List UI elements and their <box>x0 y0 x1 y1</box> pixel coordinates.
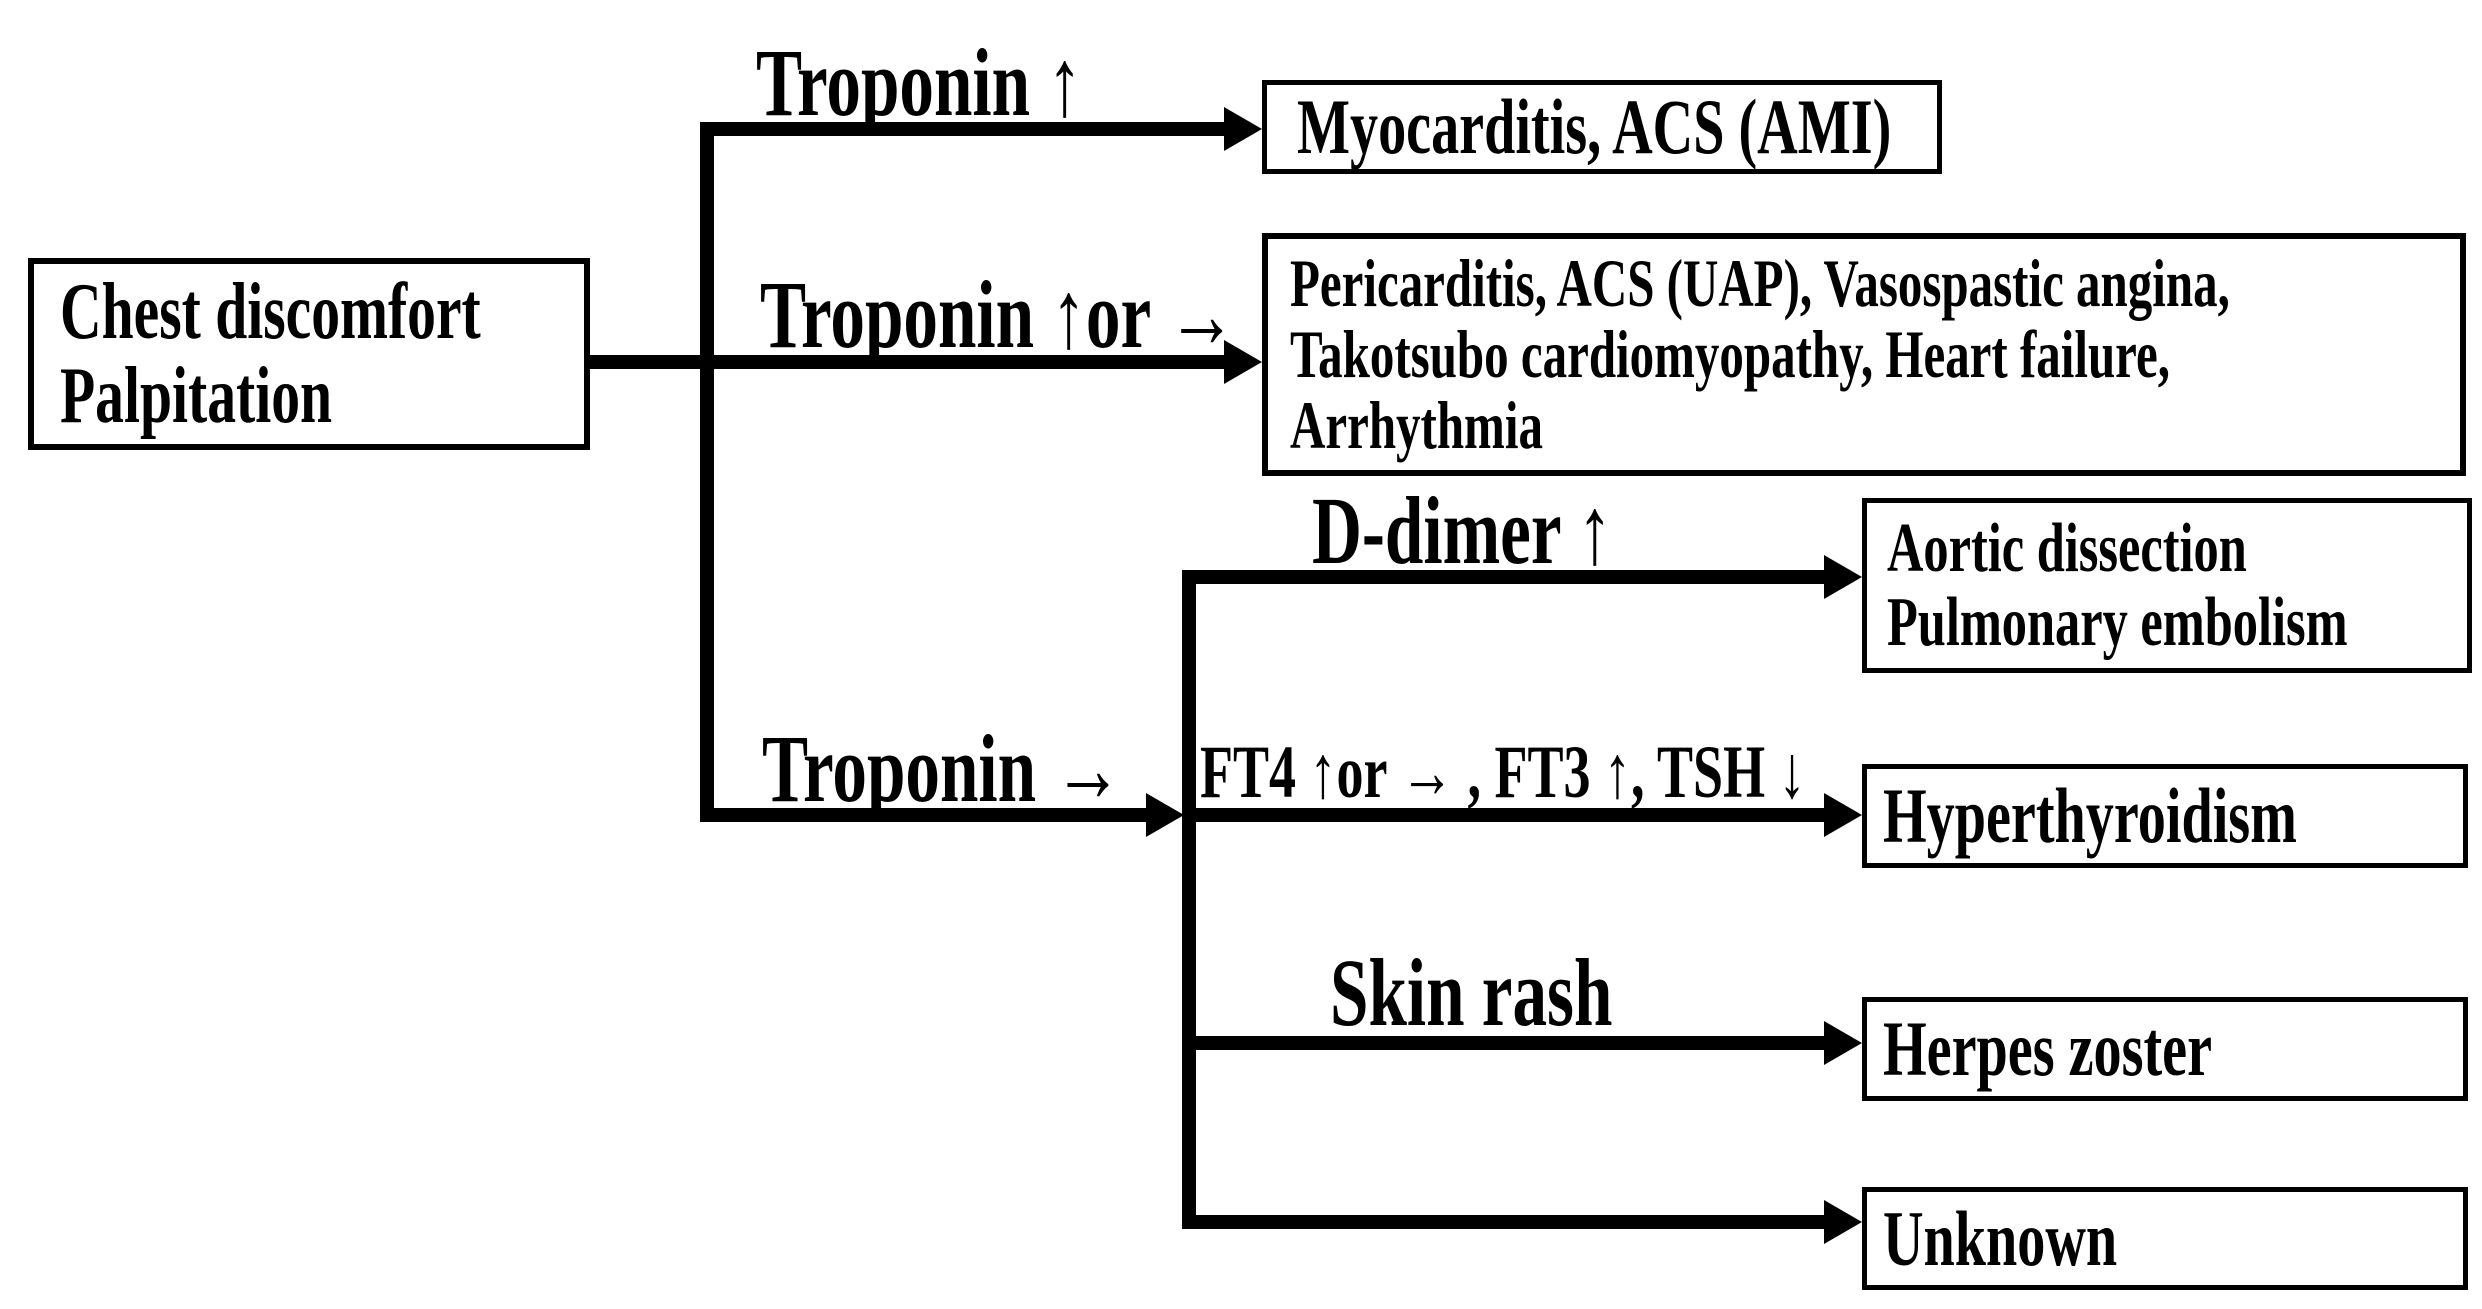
node-text-line: Myocarditis, ACS (AMI) <box>1297 83 1892 170</box>
node-text-line: Hyperthyroidism <box>1883 772 2297 859</box>
node-aortic-dissection-pulmonary-embolism: Aortic dissection Pulmonary embolism <box>1862 498 2472 673</box>
node-myocarditis-acs-ami: Myocarditis, ACS (AMI) <box>1262 80 1942 174</box>
arrowhead-icon <box>1146 793 1184 837</box>
node-text-line: Herpes zoster <box>1883 1005 2213 1092</box>
arrowhead-icon <box>1824 1200 1862 1244</box>
node-herpes-zoster: Herpes zoster <box>1862 997 2468 1101</box>
node-text-line: Chest discomfort <box>60 268 481 356</box>
node-unknown: Unknown <box>1862 1187 2468 1290</box>
arrow-unknown <box>1188 1215 1828 1229</box>
node-pericarditis-group: Pericarditis, ACS (UAP), Vasospastic ang… <box>1262 233 2466 476</box>
node-hyperthyroidism: Hyperthyroidism <box>1862 764 2468 868</box>
arrowhead-icon <box>1224 107 1262 151</box>
arrowhead-icon <box>1824 793 1862 837</box>
arrow-troponin-elevated <box>700 122 1228 136</box>
connector-main-vertical <box>700 122 714 822</box>
arrowhead-icon <box>1224 340 1262 384</box>
node-text-line: Unknown <box>1883 1194 2118 1282</box>
arrowhead-icon <box>1824 1021 1862 1065</box>
node-text-line: Pericarditis, ACS (UAP), Vasospastic ang… <box>1290 245 2230 321</box>
arrowhead-icon <box>1824 555 1862 599</box>
node-text-line: Pulmonary embolism <box>1887 583 2348 661</box>
label-d-dimer-elevated: D-dimer ↑ <box>1312 477 1613 584</box>
node-text-line: Palpitation <box>60 352 333 440</box>
node-text-line: Aortic dissection <box>1887 509 2247 587</box>
label-thyroid-function: FT4 ↑or → , FT3 ↑, TSH ↓ <box>1200 731 1806 814</box>
label-troponin-elevated-or-normal: Troponin ↑or → <box>760 261 1237 368</box>
node-text-line: Takotsubo cardiomyopathy, Heart failure, <box>1290 316 2170 392</box>
node-chest-discomfort-palpitation: Chest discomfort Palpitation <box>28 258 590 450</box>
arrow-thyroid-panel <box>1188 808 1828 822</box>
arrow-d-dimer-elevated <box>1188 570 1828 584</box>
arrow-troponin-elevated-or-normal <box>589 355 1228 369</box>
node-text-line: Arrhythmia <box>1290 387 1543 463</box>
connector-secondary-vertical <box>1182 570 1196 1229</box>
label-troponin-normal: Troponin → <box>762 715 1123 822</box>
label-skin-rash: Skin rash <box>1330 939 1613 1046</box>
arrow-skin-rash <box>1188 1036 1828 1050</box>
arrow-troponin-normal <box>700 808 1150 822</box>
label-troponin-elevated: Troponin ↑ <box>756 29 1082 136</box>
